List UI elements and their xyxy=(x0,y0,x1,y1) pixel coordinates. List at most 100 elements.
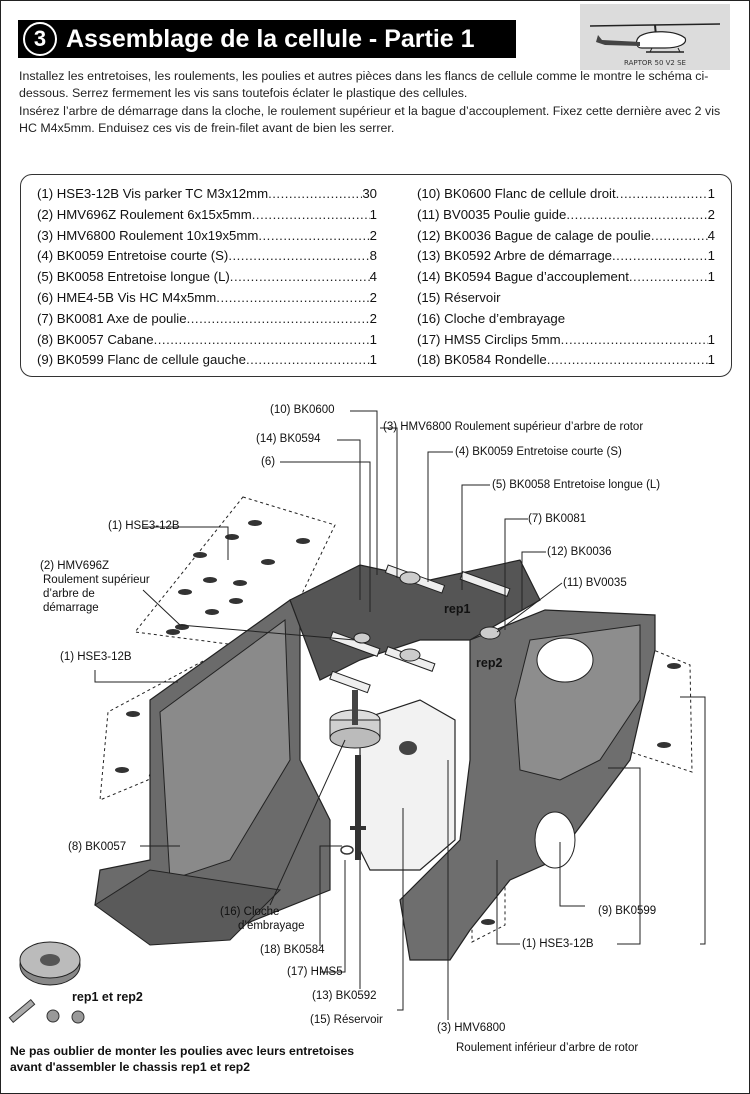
part-label: (11) BV0035 Poulie guide xyxy=(417,206,567,222)
callout-reservoir: (15) Réservoir xyxy=(310,1014,383,1026)
parts-list-row: (3) HMV6800 Roulement 10x19x5mm 2 xyxy=(37,226,377,247)
part-label: (17) HMS5 Circlips 5mm xyxy=(417,331,561,347)
parts-list-row: (5) BK0058 Entretoise longue (L) 4 xyxy=(37,267,377,288)
parts-list-row: (15) Réservoir xyxy=(417,288,715,309)
part-label: (9) BK0599 Flanc de cellule gauche xyxy=(37,352,246,368)
parts-list-row: (1) HSE3-12B Vis parker TC M3x12mm 30 xyxy=(37,184,377,205)
dot-leader xyxy=(547,350,708,371)
parts-column-left: (1) HSE3-12B Vis parker TC M3x12mm 30 (2) … xyxy=(37,184,377,371)
part-label: (16) Cloche d’embrayage xyxy=(417,310,566,326)
page-title: Assemblage de la cellule - Partie 1 xyxy=(66,24,475,53)
intro-text: Installez les entretoises, les roulement… xyxy=(19,68,734,138)
footer-note-line-2: avant d'assembler le chassis rep1 et rep… xyxy=(10,1060,251,1074)
dot-leader xyxy=(252,205,370,226)
part-quantity: 1 xyxy=(369,331,377,347)
part-label: (4) BK0059 Entretoise courte (S) xyxy=(37,248,229,264)
part-quantity: 1 xyxy=(707,331,715,347)
dot-leader xyxy=(561,330,708,351)
parts-column-right: (10) BK0600 Flanc de cellule droit 1 (11) … xyxy=(417,184,715,371)
callout-hmv696z-2: Roulement supérieur xyxy=(43,574,150,586)
part-quantity: 2 xyxy=(369,289,377,305)
part-label: (5) BK0058 Entretoise longue (L) xyxy=(37,269,230,285)
parts-list-row: (8) BK0057 Cabane1 xyxy=(37,330,377,351)
part-quantity: 30 xyxy=(362,186,377,201)
callout-hms5: (17) HMS5 xyxy=(287,966,343,978)
callout-bk0584: (18) BK0584 xyxy=(260,944,325,956)
dot-leader xyxy=(258,226,369,247)
parts-list-row: (6) HME4-5B Vis HC M4x5mm 2 xyxy=(37,288,377,309)
part-quantity: 4 xyxy=(707,227,715,243)
callout-bv0035: (11) BV0035 xyxy=(563,577,627,589)
dot-leader xyxy=(566,205,707,226)
part-label: (6) HME4-5B Vis HC M4x5mm xyxy=(37,289,217,305)
label-rep1: rep1 xyxy=(444,602,471,616)
part-label: (12) BK0036 Bague de calage de poulie xyxy=(417,227,651,243)
dot-leader xyxy=(616,184,708,205)
pulley-illustration xyxy=(8,941,85,1024)
callout-hmv696z-4: démarrage xyxy=(43,602,99,614)
intro-paragraph-2: Insérez l’arbre de démarrage dans la clo… xyxy=(19,103,721,136)
callout-hse-bottom: (1) HSE3-12B xyxy=(522,938,594,950)
dot-leader xyxy=(154,330,370,351)
leader-lines xyxy=(94,410,706,1020)
callout-bk0036: (12) BK0036 xyxy=(547,546,612,558)
parts-list-row: (7) BK0081 Axe de poulie2 xyxy=(37,309,377,330)
part-quantity: 4 xyxy=(369,269,377,285)
callout-hmv696z-3: d’arbre de xyxy=(43,588,95,600)
dot-leader xyxy=(651,226,708,247)
part-label: (14) BK0594 Bague d’accouplement xyxy=(417,269,629,285)
part-quantity: 8 xyxy=(369,248,377,264)
parts-list-row: (2) HMV696Z Roulement 6x15x5mm 1 xyxy=(37,205,377,226)
dot-leader xyxy=(268,184,362,205)
dot-leader xyxy=(246,350,370,371)
callout-cloche-1: (16) Cloche xyxy=(220,906,280,918)
label-rep2: rep2 xyxy=(476,656,503,670)
part-quantity: 1 xyxy=(707,248,715,264)
part-label: (2) HMV696Z Roulement 6x15x5mm xyxy=(37,206,252,222)
callout-hse-left: (1) HSE3-12B xyxy=(60,651,132,663)
parts-list: (1) HSE3-12B Vis parker TC M3x12mm 30 (2) … xyxy=(20,174,732,377)
callout-bk0057: (8) BK0057 xyxy=(68,841,127,853)
assembly-diagram xyxy=(8,410,706,1024)
part-quantity: 1 xyxy=(707,352,715,368)
callout-6: (6) xyxy=(261,456,276,468)
helicopter-icon xyxy=(580,4,730,70)
part-quantity: 1 xyxy=(707,186,715,201)
callout-bk0592: (13) BK0592 xyxy=(312,990,377,1002)
dot-leader xyxy=(228,246,369,267)
step-number-badge: 3 xyxy=(23,22,57,56)
intro-paragraph-1: Installez les entretoises, les roulement… xyxy=(19,69,709,101)
screw-group-right-outline xyxy=(599,627,693,773)
callout-hmv6800-bottom-2: Roulement inférieur d’arbre de rotor xyxy=(456,1042,639,1054)
callout-bk0599: (9) BK0599 xyxy=(598,905,657,917)
parts-list-row: (9) BK0599 Flanc de cellule gauche1 xyxy=(37,350,377,371)
part-quantity: 1 xyxy=(707,269,715,285)
chassis-illustration xyxy=(94,559,656,961)
screw-group-left-outline xyxy=(99,657,241,801)
part-quantity: 2 xyxy=(369,227,377,243)
parts-list-row: (14) BK0594 Bague d’accouplement 1 xyxy=(417,267,715,288)
part-label: (3) HMV6800 Roulement 10x19x5mm xyxy=(37,227,259,243)
part-label: (13) BK0592 Arbre de démarrage xyxy=(417,248,612,264)
logo-caption: RAPTOR 50 V2 SE xyxy=(624,59,686,67)
parts-list-row: (11) BV0035 Poulie guide 2 xyxy=(417,205,715,226)
dot-leader xyxy=(230,267,370,288)
parts-list-row: (10) BK0600 Flanc de cellule droit 1 xyxy=(417,184,715,205)
dot-leader xyxy=(629,267,708,288)
callout-bk0058: (5) BK0058 Entretoise longue (L) xyxy=(492,479,661,491)
part-label: (1) HSE3-12B Vis parker TC M3x12mm xyxy=(37,186,269,201)
part-label: (7) BK0081 Axe de poulie xyxy=(37,310,187,326)
callout-bk0081: (7) BK0081 xyxy=(528,513,587,525)
callout-cloche-2: d’embrayage xyxy=(238,920,305,932)
helicopter-logo: RAPTOR 50 V2 SE xyxy=(580,4,730,70)
part-label: (18) BK0584 Rondelle xyxy=(417,352,547,368)
part-label: (10) BK0600 Flanc de cellule droit xyxy=(417,186,616,201)
callout-bk0600: (10) BK0600 xyxy=(270,404,335,416)
step-title-bar: 3 Assemblage de la cellule - Partie 1 xyxy=(18,20,516,58)
dot-leader xyxy=(612,246,708,267)
dot-leader xyxy=(216,288,369,309)
callout-bk0059: (4) BK0059 Entretoise courte (S) xyxy=(455,446,622,458)
part-quantity: 1 xyxy=(369,206,377,222)
callout-hmv696z-1: (2) HMV696Z xyxy=(40,560,110,572)
part-quantity: 2 xyxy=(707,206,715,222)
